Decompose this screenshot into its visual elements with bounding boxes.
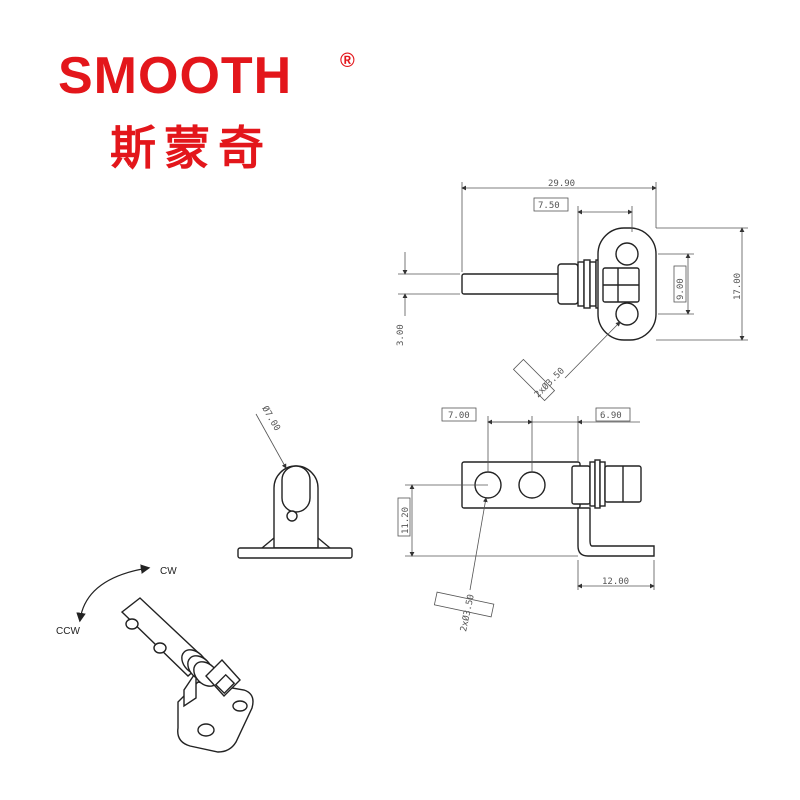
dim-total-length: 29.90 bbox=[548, 179, 575, 189]
iso-shaft-hole-2 bbox=[153, 642, 167, 654]
dim-side-diameter: Ø7.00 bbox=[259, 404, 282, 433]
cw-label: CW bbox=[160, 566, 177, 577]
dim-shaft-height: 3.00 bbox=[396, 324, 406, 346]
iso-shaft-hole-1 bbox=[125, 618, 139, 630]
top-view-dimensions bbox=[398, 182, 748, 402]
iso-bracket-upright bbox=[183, 669, 197, 708]
iso-base-hole-1 bbox=[197, 723, 215, 737]
top-shaft bbox=[461, 273, 563, 295]
logo-chinese-text: 斯蒙奇 bbox=[110, 121, 272, 175]
front-view bbox=[461, 459, 655, 557]
top-collar bbox=[557, 263, 579, 305]
logo-brand-text: SMOOTH bbox=[58, 47, 293, 105]
side-view bbox=[237, 465, 353, 559]
iso-base-hole-2 bbox=[232, 700, 248, 712]
iso-spring bbox=[181, 649, 219, 687]
dim-plate-offset: 6.90 bbox=[600, 411, 622, 421]
dim-plate-length: 12.00 bbox=[602, 577, 629, 587]
side-base-plate bbox=[237, 547, 353, 559]
ccw-label: CCW bbox=[56, 626, 80, 637]
iso-view bbox=[120, 597, 254, 753]
iso-base-plate bbox=[177, 681, 254, 753]
top-view bbox=[461, 227, 657, 341]
brand-logo: SMOOTH ® 斯蒙奇 bbox=[58, 48, 368, 178]
front-hole-2 bbox=[518, 471, 546, 499]
dim-plate-height: 17.00 bbox=[733, 273, 743, 300]
iso-rotation-arrows bbox=[76, 564, 151, 623]
dim-hole-pitch: 7.00 bbox=[448, 411, 470, 421]
top-hole-lower bbox=[615, 302, 639, 326]
front-collar bbox=[571, 465, 591, 505]
side-small-hole bbox=[286, 510, 298, 522]
front-l-bracket bbox=[577, 507, 655, 557]
logo-registered-mark: ® bbox=[340, 50, 355, 72]
side-view-dimensions bbox=[255, 413, 287, 469]
front-view-dimensions bbox=[397, 407, 655, 618]
front-spring bbox=[589, 459, 606, 509]
dim-hole-spacing: 9.00 bbox=[676, 278, 686, 300]
dim-offset: 7.50 bbox=[538, 201, 560, 211]
top-hole-upper bbox=[615, 242, 639, 266]
dim-front-height: 11.20 bbox=[401, 507, 411, 534]
rotation-arrow bbox=[76, 564, 151, 623]
side-shaft-end bbox=[281, 465, 311, 513]
